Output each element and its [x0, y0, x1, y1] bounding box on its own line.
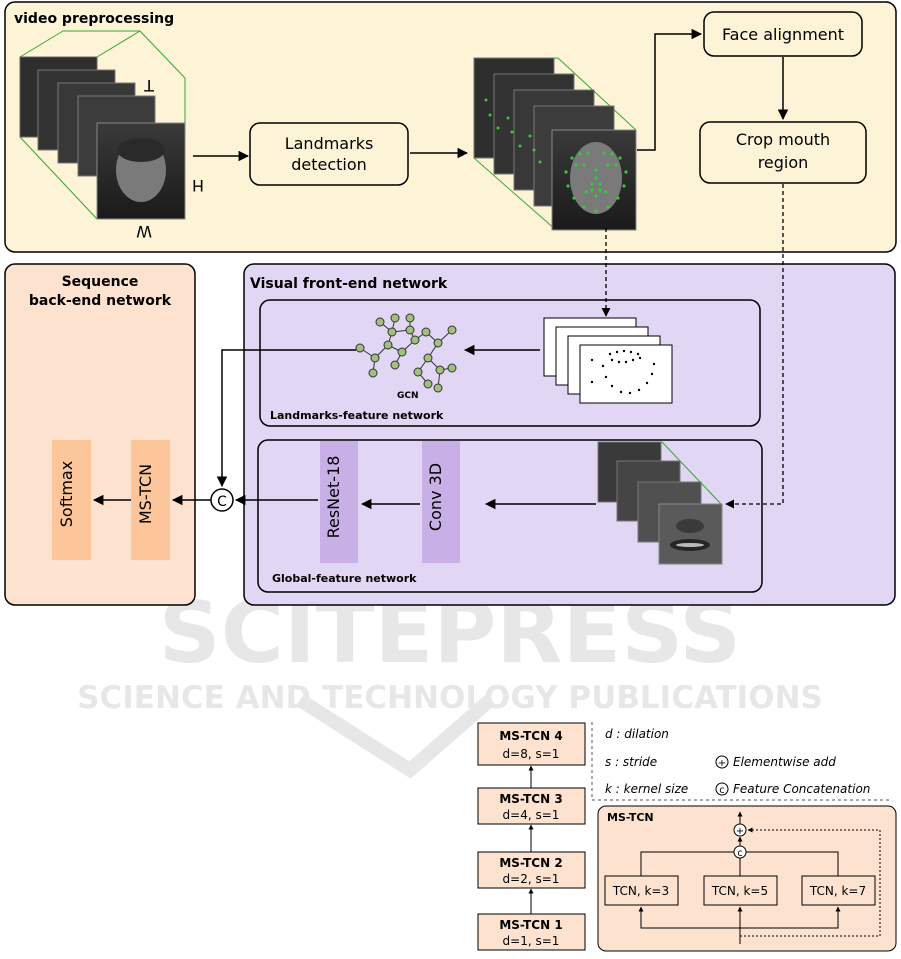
landmarked-frames	[473, 57, 637, 231]
global-net-title: Global-feature network	[272, 572, 417, 585]
stack-1-name: MS-TCN 1	[499, 918, 562, 932]
detail-add-symbol: +	[736, 826, 744, 837]
softmax-label: Softmax	[57, 461, 76, 527]
stack-2-name: MS-TCN 2	[499, 856, 562, 870]
face-alignment-box: Face alignment	[703, 11, 863, 57]
stack-2-params: d=2, s=1	[503, 872, 560, 886]
axis-h-label: H	[192, 176, 204, 195]
backend-panel: Sequence back-end network Softmax MS-TCN	[4, 263, 196, 606]
frontend-panel: Visual front-end network Landmarks-featu…	[243, 263, 896, 606]
crop-mouth-line2: region	[758, 153, 809, 172]
frontend-title: Visual front-end network	[250, 276, 448, 292]
gcn-label: GCN	[397, 391, 419, 401]
axis-w-label: W	[136, 222, 152, 241]
detail-add-node: +	[733, 823, 747, 837]
face-alignment-label: Face alignment	[722, 25, 844, 44]
legend-add-icon: +	[715, 755, 729, 769]
concat-node-symbol: C	[217, 494, 227, 510]
legend-stride: s : stride	[605, 755, 657, 769]
stack-1-params: d=1, s=1	[503, 934, 560, 948]
backend-title-line2: back-end network	[29, 293, 172, 309]
mstcn-stack: MS-TCN 4 d=8, s=1 MS-TCN 3 d=4, s=1 MS-T…	[477, 722, 586, 951]
landmarks-detection-line2: detection	[291, 155, 367, 174]
legend: d : dilation s : stride k : kernel size …	[591, 722, 892, 801]
landmark-maps	[543, 317, 673, 404]
landmarks-net-title: Landmarks-feature network	[270, 409, 444, 422]
legend-add-symbol: +	[718, 758, 726, 769]
tcn-k5-label: TCN, k=5	[711, 884, 768, 898]
conv3d-block: Conv 3D	[422, 441, 460, 563]
concat-node: C	[210, 488, 234, 512]
legend-dilation: d : dilation	[605, 727, 669, 741]
mstcn-detail-title: MS-TCN	[607, 811, 654, 824]
video-preprocessing-panel: video preprocessing T H W Landmarks	[4, 1, 897, 253]
crop-mouth-line1: Crop mouth	[736, 130, 830, 149]
stack-4-name: MS-TCN 4	[499, 729, 562, 743]
landmarks-detection-box: Landmarks detection	[249, 122, 409, 186]
resnet-block: ResNet-18	[320, 441, 358, 563]
watermark-sub: SCIENCE AND TECHNOLOGY PUBLICATIONS	[77, 680, 823, 716]
legend-add: Elementwise add	[733, 755, 836, 769]
softmax-block: Softmax	[52, 440, 91, 560]
watermark: SCITEPRESS SCIENCE AND TECHNOLOGY PUBLIC…	[77, 583, 823, 779]
tcn-k3-label: TCN, k=3	[612, 884, 669, 898]
mstcn-block-label: MS-TCN	[136, 464, 155, 524]
global-feature-network: Global-feature network ResNet-18 Conv 3D	[257, 439, 763, 593]
preprocessing-title: video preprocessing	[14, 11, 174, 27]
crop-mouth-box: Crop mouth region	[699, 121, 867, 184]
stack-3-params: d=4, s=1	[503, 808, 560, 822]
axis-t-label: T	[144, 76, 155, 95]
landmarks-detection-line1: Landmarks	[285, 134, 374, 153]
conv3d-label: Conv 3D	[426, 463, 445, 531]
gcn-graph	[355, 313, 457, 393]
stack-4-params: d=8, s=1	[503, 747, 560, 761]
tcn-k7-label: TCN, k=7	[809, 884, 866, 898]
landmarks-feature-network: Landmarks-feature network	[259, 299, 761, 427]
legend-concat-symbol: c	[719, 785, 725, 796]
input-video-frames: T H W	[19, 30, 204, 241]
mstcn-block: MS-TCN	[131, 440, 170, 560]
stack-3-name: MS-TCN 3	[499, 792, 562, 806]
mstcn-detail: MS-TCN TCN, k=3 TCN, k=5 TCN, k=7 c +	[597, 805, 897, 952]
legend-concat-icon: c	[715, 782, 729, 796]
resnet-label: ResNet-18	[324, 456, 343, 539]
detail-concat-symbol: c	[737, 848, 743, 859]
backend-title-line1: Sequence	[62, 274, 139, 290]
mouth-crop-frames	[597, 441, 723, 565]
legend-concat: Feature Concatenation	[733, 782, 870, 796]
legend-kernel: k : kernel size	[605, 782, 688, 796]
